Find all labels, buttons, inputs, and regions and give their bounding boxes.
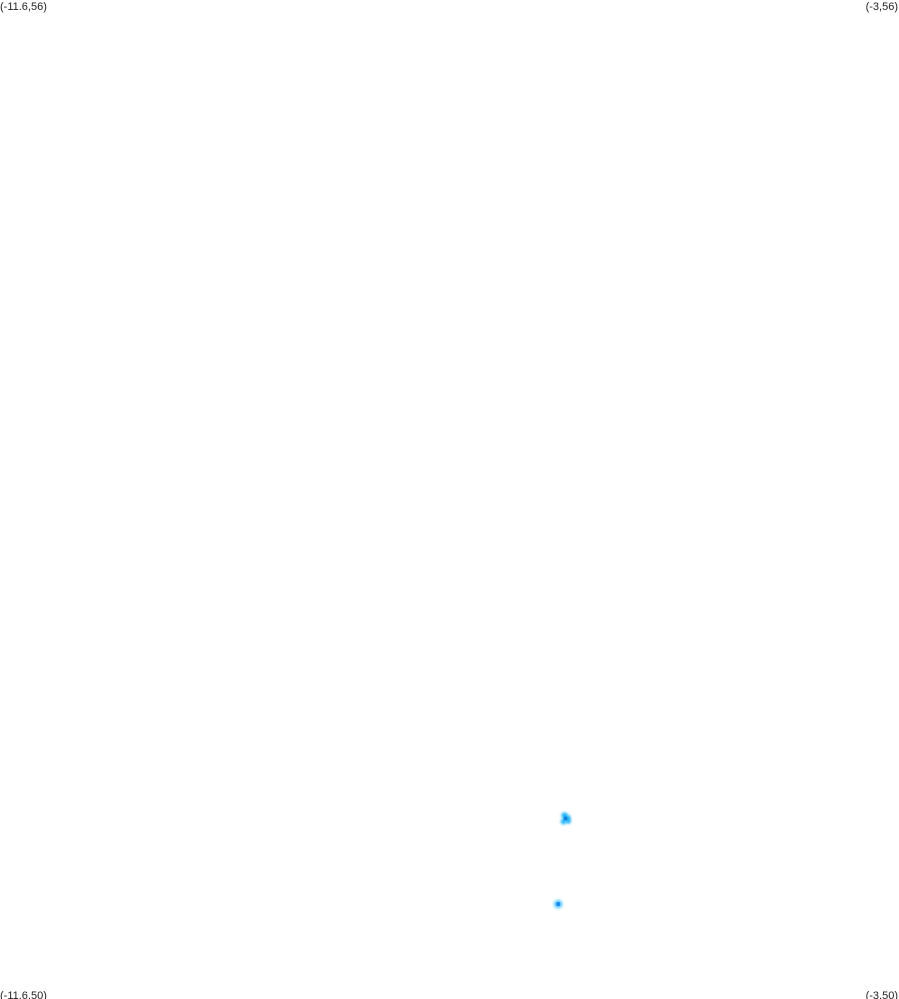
corner-label-top-left: (-11.6,56)	[0, 1, 47, 13]
map-feature-dot	[556, 901, 561, 907]
corner-label-bottom-right: (-3,50)	[865, 990, 898, 999]
corner-label-top-right: (-3,56)	[865, 1, 898, 13]
map-feature-cluster-lower	[553, 899, 563, 909]
map-feature-core	[563, 816, 568, 821]
map-feature-cluster-upper	[560, 812, 571, 825]
corner-label-bottom-left: (-11.6,50)	[0, 990, 47, 999]
map-feature-part	[566, 819, 571, 824]
